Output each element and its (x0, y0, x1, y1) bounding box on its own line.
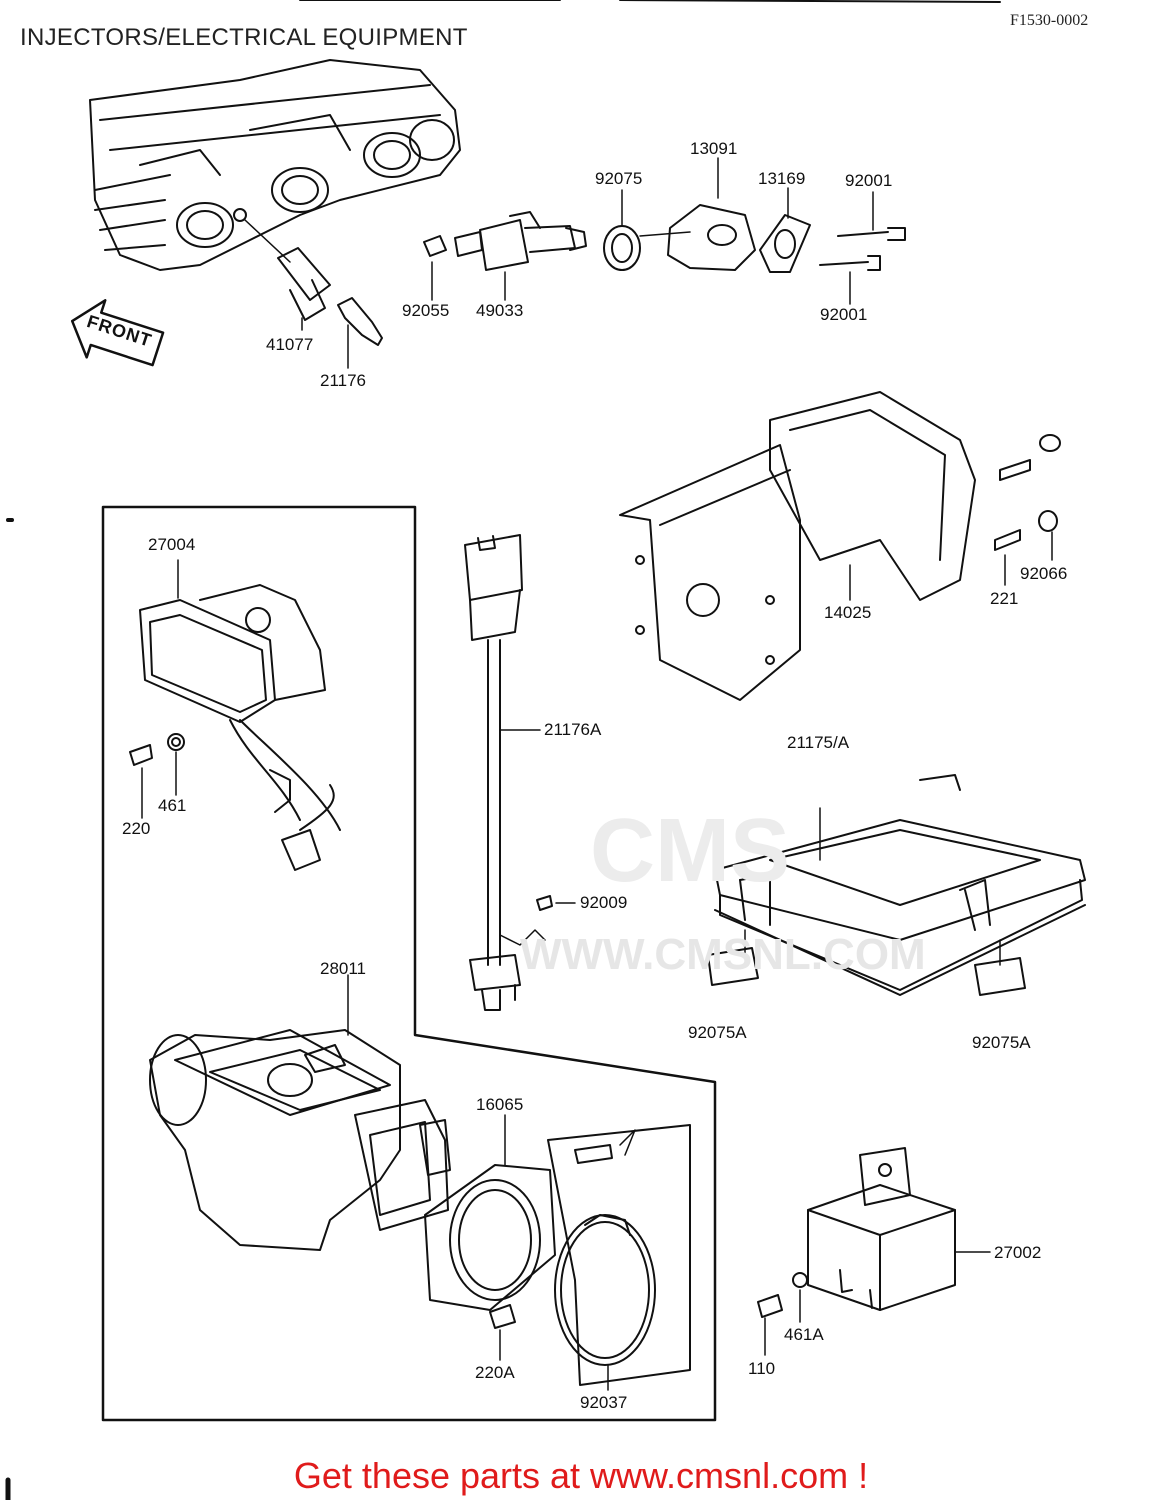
gasket-16065-drawing (424, 1164, 556, 1311)
relay-27002-drawing (807, 1147, 956, 1311)
module-27004-drawing (129, 584, 341, 871)
part-label-92075A-2[interactable]: 92075A (972, 1033, 1031, 1052)
footer-link[interactable]: Get these parts at www.cmsnl.com ! (293, 1455, 869, 1496)
watermark-url: WWW.CMSNL.COM (520, 930, 926, 979)
part-label-220A[interactable]: 220A (475, 1363, 515, 1382)
ecu-cover-14025-drawing (619, 391, 1061, 701)
part-label-16065[interactable]: 16065 (476, 1095, 524, 1114)
part-label-28011[interactable]: 28011 (320, 959, 367, 978)
sensor-21176A-drawing (464, 534, 553, 1011)
part-label-92055[interactable]: 92055 (402, 301, 450, 320)
washer-461A-drawing (792, 1272, 808, 1288)
part-label-461A[interactable]: 461A (784, 1325, 824, 1344)
part-label-92075[interactable]: 92075 (595, 169, 643, 188)
part-label-49033[interactable]: 49033 (476, 301, 524, 320)
screw-110-drawing (757, 1294, 783, 1318)
part-label-27002[interactable]: 27002 (994, 1243, 1042, 1262)
part-label-92009[interactable]: 92009 (580, 893, 628, 912)
sensor-41077-drawing (244, 219, 383, 346)
engine-head-drawing (89, 59, 461, 271)
front-arrow-drawing (70, 299, 165, 367)
top-border-fragment (299, 0, 1001, 3)
clamp-92037-drawing (547, 1124, 691, 1386)
part-label-221[interactable]: 221 (990, 589, 1019, 608)
part-label-220[interactable]: 220 (122, 819, 151, 838)
part-label-92066[interactable]: 92066 (1020, 564, 1068, 583)
part-label-21175A[interactable]: 21175/A (787, 733, 850, 752)
part-label-14025[interactable]: 14025 (824, 603, 872, 622)
part-label-461[interactable]: 461 (158, 796, 187, 815)
part-label-21176A[interactable]: 21176A (544, 720, 602, 739)
screw-220A-drawing (489, 1304, 516, 1329)
ecu-21175A-drawing (707, 774, 1086, 996)
part-label-92075A-1[interactable]: 92075A (688, 1023, 747, 1042)
watermark-logo: CMS (590, 801, 790, 901)
part-label-92001-a[interactable]: 92001 (845, 171, 893, 190)
part-label-110[interactable]: 110 (748, 1359, 776, 1378)
part-label-27004[interactable]: 27004 (148, 535, 196, 554)
figure-code: F1530-0002 (1010, 12, 1089, 29)
injector-row-drawing (423, 204, 906, 273)
part-label-21176[interactable]: 21176 (320, 371, 367, 390)
part-label-41077[interactable]: 41077 (266, 335, 314, 354)
part-label-13169[interactable]: 13169 (758, 169, 806, 188)
group-box-outline (101, 505, 717, 1422)
page-title: INJECTORS/ELECTRICAL EQUIPMENT (20, 24, 468, 51)
part-label-13091[interactable]: 13091 (690, 139, 738, 158)
part-label-92037[interactable]: 92037 (580, 1393, 628, 1412)
airflow-meter-28011-drawing (149, 1029, 451, 1251)
part-label-92001-b[interactable]: 92001 (820, 305, 868, 324)
